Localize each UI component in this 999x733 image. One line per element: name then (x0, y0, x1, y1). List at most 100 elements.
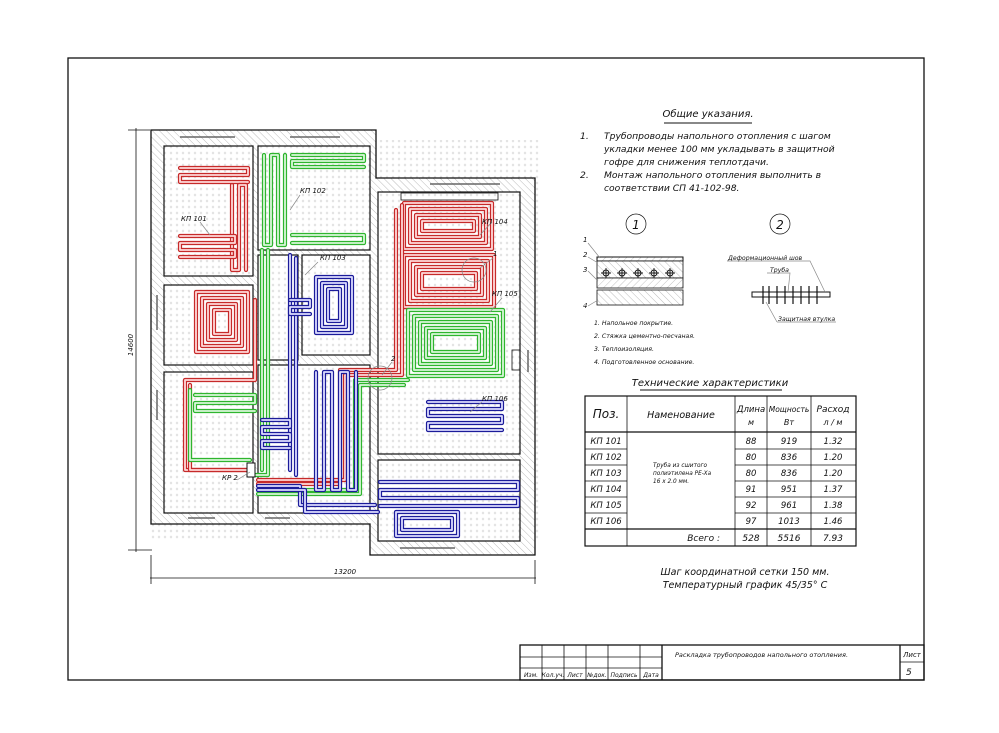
row-pos: КП 102 (590, 453, 621, 463)
floor-plan: КП 101 КП 102 КП 103 КП 104 КП 105 КП 10… (127, 128, 540, 584)
detail-1-number: 1 (632, 218, 640, 232)
header-flow: Расход (817, 405, 850, 415)
label-kp103: КП 103 (320, 254, 346, 262)
leader-lines (199, 194, 503, 481)
column-izm: Изм. (524, 672, 538, 679)
room-kp103 (301, 254, 371, 356)
row-power: 836 (781, 469, 798, 479)
column-signature: Подпись (611, 672, 638, 679)
layer-mark: 3 (583, 266, 587, 274)
sheet-number: 5 (906, 668, 912, 678)
pipe-core (179, 167, 249, 183)
pipe-core (257, 485, 376, 506)
header-power-unit: Вт (784, 418, 794, 427)
row-pos: КП 103 (590, 469, 621, 479)
joint-label: Деформационный шов (727, 255, 803, 262)
column-list: Лист (566, 672, 583, 679)
detail-2-expansion-joint: 2 Деформационный шов Труба Защитная втул… (727, 213, 836, 323)
pipe-core (195, 291, 249, 353)
pipe-core (289, 299, 311, 315)
note-2-number: 2. (580, 170, 589, 181)
row-length: 80 (746, 469, 757, 479)
row-flow: 1.38 (824, 501, 844, 511)
row-length: 80 (746, 453, 757, 463)
note-2-line: Монтаж напольного отопления выполнить в (604, 170, 821, 181)
sheet-frame (67, 57, 925, 681)
total-power: 5516 (778, 534, 801, 544)
legend-item: 3. Теплоизоляция. (594, 346, 654, 353)
pipe-core (427, 401, 503, 431)
row-power: 961 (781, 501, 797, 511)
pipe-description: Труба из сшитого (653, 463, 708, 469)
header-flow-unit: л / м (823, 418, 843, 427)
radiator-grilles (400, 192, 521, 371)
collector-kr2 (246, 462, 256, 478)
pipe-core (315, 371, 357, 491)
row-length: 92 (746, 501, 757, 511)
pipe-core (403, 202, 493, 250)
row-flow: 1.20 (824, 453, 843, 463)
header-name: Наменование (647, 410, 715, 421)
row-length: 91 (746, 485, 757, 495)
label-kp101: КП 101 (181, 215, 207, 223)
row-pos: КП 105 (590, 501, 621, 511)
pipe-core (189, 389, 251, 461)
pipe-core (257, 489, 379, 513)
pipe-core (179, 235, 236, 258)
pipe-core (291, 154, 365, 168)
detail-1-floor-section: 1 1 2 3 4 1. Напольное покрытие. 2. Стяж… (583, 213, 695, 366)
row-flow: 1.37 (824, 485, 844, 495)
drawing-title: Раскладка трубопроводов напольного отопл… (675, 651, 848, 659)
row-pos: КП 101 (590, 437, 621, 447)
header-pos: Поз. (593, 407, 620, 421)
grid-step-note: Шаг координатной сетки 150 мм. (661, 567, 830, 578)
pipe-description: полиэтилена PE-Xa (653, 471, 712, 477)
row-power: 836 (781, 453, 798, 463)
pipe-core (263, 154, 286, 246)
row-flow: 1.20 (824, 469, 843, 479)
pipe-core (257, 384, 405, 495)
row-length: 97 (746, 517, 757, 527)
pipe-core (379, 481, 519, 507)
note-2-line: соответствии СП 41-102-98. (604, 183, 739, 194)
row-flow: 1.32 (824, 437, 843, 447)
total-label: Всего : (687, 534, 720, 544)
label-kp105: КП 105 (492, 290, 518, 298)
table-title: Технические характеристики (632, 378, 789, 389)
label-kp106: КП 106 (482, 395, 508, 403)
windows (156, 136, 529, 549)
legend-item: 4. Подготовленное основание. (594, 359, 694, 366)
dimension-lines (128, 128, 536, 584)
column-date: Дата (642, 672, 659, 679)
sleeve-label: Защитная втулка (778, 316, 835, 323)
row-flow: 1.46 (824, 517, 844, 527)
title-block: Изм. Кол.уч. Лист №док. Подпись Дата Рас… (519, 644, 925, 681)
dimension-width: 13200 (334, 568, 357, 576)
total-length: 528 (742, 534, 759, 544)
label-kr2: КР 2 (222, 474, 238, 482)
row-length: 88 (746, 437, 757, 447)
row-pos: КП 106 (590, 517, 622, 527)
note-1-line: Трубопроводы напольного отопления с шаго… (604, 131, 831, 142)
layer-mark: 2 (583, 251, 588, 259)
label-kp104: КП 104 (482, 218, 508, 226)
sheet-label: Лист (902, 651, 922, 659)
row-power: 919 (781, 437, 797, 447)
detail-2-number: 2 (776, 218, 784, 232)
pipe-core (407, 309, 504, 377)
header-length: Длина (736, 405, 765, 415)
total-flow: 7.93 (823, 534, 843, 544)
pipe-core (261, 419, 291, 449)
pipe-core (254, 249, 269, 476)
pipe-description: 16 x 2.0 мм. (653, 479, 689, 485)
pipe-core (291, 234, 365, 244)
specs-table: Технические характеристики Поз. Наменова… (584, 378, 857, 547)
temperature-note: Температурный график 45/35° С (663, 580, 828, 591)
row-power: 1013 (778, 517, 800, 527)
pipe-label: Труба (770, 266, 789, 274)
legend-item: 2. Стяжка цементно-песчаная. (594, 333, 695, 340)
column-koluch: Кол.уч. (542, 672, 565, 679)
layer-mark: 1 (583, 236, 587, 244)
header-length-unit: м (748, 418, 754, 427)
